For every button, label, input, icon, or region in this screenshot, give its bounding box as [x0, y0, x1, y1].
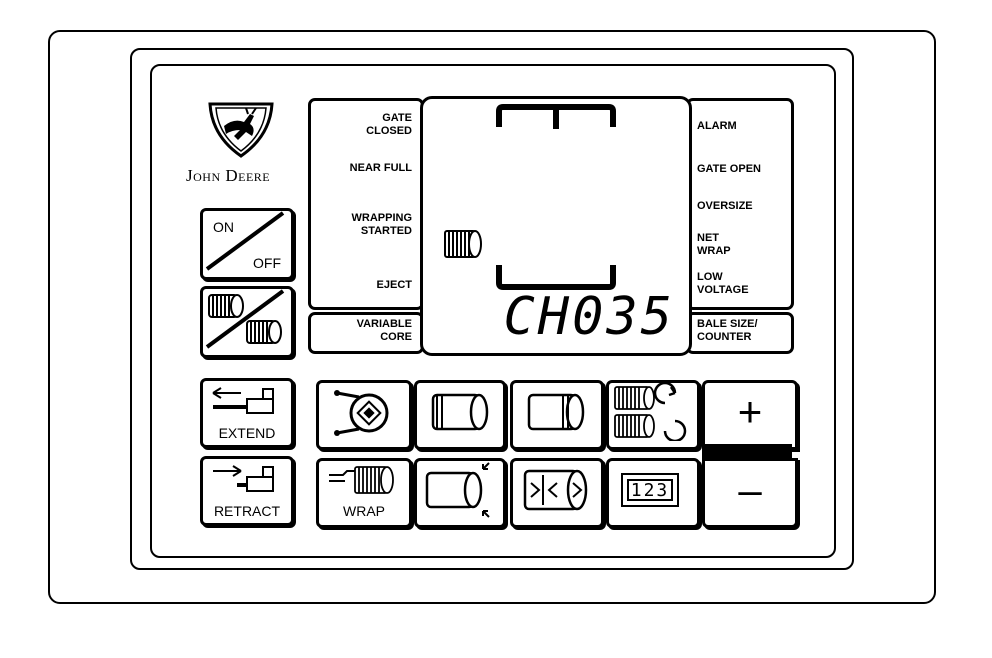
near-full-label: NEAR FULL: [349, 162, 412, 174]
wrap-button[interactable]: WRAP: [316, 458, 412, 528]
net-wrap-label: NET WRAP: [697, 232, 731, 257]
lcd-readout: CH035: [503, 287, 675, 347]
bale-compress-icon: [523, 469, 588, 511]
wrap-rotate-icon: [614, 383, 687, 441]
plus-label: +: [737, 388, 763, 435]
on-off-button[interactable]: ON OFF: [200, 208, 294, 280]
alarm-label: ALARM: [697, 120, 737, 132]
variable-core-label: VARIABLE CORE: [356, 318, 412, 343]
wrap-label: WRAP: [343, 503, 385, 519]
actuator-extend-icon: [212, 387, 274, 414]
retract-label: RETRACT: [213, 503, 281, 519]
retract-button[interactable]: RETRACT: [200, 456, 294, 526]
off-label: OFF: [253, 255, 281, 271]
wrapping-started-label: WRAPPING STARTED: [351, 212, 413, 237]
low-voltage-label: LOW VOLTAGE: [697, 271, 749, 296]
minus-label: –: [738, 466, 762, 513]
lcd-display: CH035: [420, 96, 692, 356]
bale-right-icon: [527, 393, 585, 431]
bale-swap-icon: [205, 289, 285, 349]
diagonal-slash-icon: [205, 211, 285, 271]
oversize-label: OVERSIZE: [697, 200, 753, 212]
core-roller-icon: [334, 390, 389, 436]
actuator-retract-icon: [213, 465, 274, 492]
counter-icon: 123: [621, 473, 679, 507]
extend-button[interactable]: EXTEND: [200, 378, 294, 448]
rocker-divider: [702, 444, 792, 458]
bale-end-button[interactable]: [510, 380, 604, 450]
counter-button[interactable]: 123: [606, 458, 700, 528]
right-indicator-panel: [686, 98, 794, 310]
wrap-cycle-button[interactable]: [606, 380, 700, 450]
decrement-button[interactable]: –: [702, 458, 798, 528]
bale-start-button[interactable]: [414, 380, 506, 450]
bale-size-button[interactable]: [414, 458, 506, 528]
left-indicator-panel: [308, 98, 424, 310]
deer-logo-icon: [204, 96, 278, 160]
control-panel: [150, 64, 836, 558]
counter-icon-digits: 123: [627, 479, 673, 501]
bale-mode-button[interactable]: [200, 286, 294, 358]
bale-left-icon: [431, 393, 489, 431]
on-label: ON: [213, 219, 234, 235]
gate-open-label: GATE OPEN: [697, 163, 761, 175]
brand-name: John Deere: [186, 166, 271, 185]
increment-button[interactable]: +: [702, 380, 798, 450]
net-wrap-icon: [329, 466, 394, 494]
eject-label: EJECT: [376, 279, 412, 291]
variable-core-panel: [308, 312, 424, 354]
variable-core-button[interactable]: [316, 380, 412, 450]
extend-label: EXTEND: [218, 425, 276, 441]
gate-closed-label: GATE CLOSED: [366, 112, 412, 137]
monitor-bezel: [130, 48, 854, 570]
bale-size-counter-label: BALE SIZE/ COUNTER: [697, 318, 758, 343]
baler-chamber-icon: [444, 104, 616, 290]
bale-size-icon: [425, 462, 490, 518]
bale-adjust-button[interactable]: [510, 458, 604, 528]
